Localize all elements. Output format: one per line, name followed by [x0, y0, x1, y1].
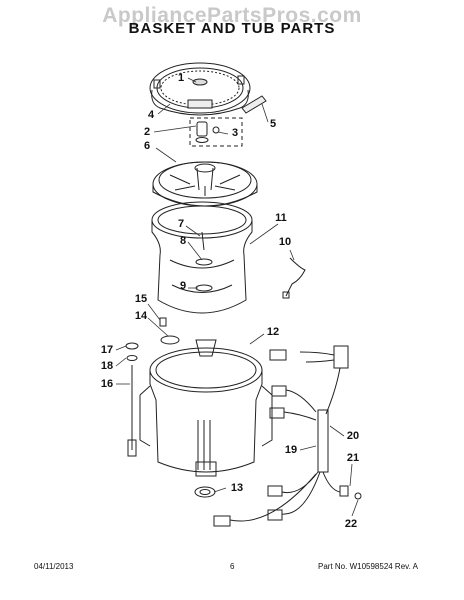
hose-part: [282, 257, 306, 299]
callout-22: 22: [344, 518, 358, 530]
wire-harness-part: [213, 345, 362, 527]
callout-13: 13: [230, 482, 244, 494]
outer-tub-part: [139, 339, 273, 477]
tub-ring-part: [149, 62, 251, 116]
callout-19: 19: [284, 444, 298, 456]
callout-14: 14: [134, 310, 148, 322]
callout-2: 2: [143, 126, 151, 138]
impeller-part: [152, 161, 258, 207]
callout-3: 3: [231, 127, 239, 139]
footer-page: 6: [230, 562, 235, 571]
footer-part-number: Part No. W10598524 Rev. A: [318, 562, 418, 571]
page-title: BASKET AND TUB PARTS: [128, 20, 336, 37]
rod-part: [125, 342, 139, 457]
callout-4: 4: [147, 109, 155, 121]
callout-7: 7: [177, 218, 185, 230]
callout-5: 5: [269, 118, 277, 130]
strip-part: [241, 95, 267, 114]
callout-8: 8: [179, 235, 187, 247]
callout-17: 17: [100, 344, 114, 356]
basket-part: [151, 201, 253, 314]
callout-10: 10: [278, 236, 292, 248]
bolt-washer-part: [195, 121, 220, 143]
seal-part: [194, 486, 216, 498]
callout-18: 18: [100, 360, 114, 372]
footer-date: 04/11/2013: [34, 562, 74, 571]
callout-20: 20: [346, 430, 360, 442]
callout-6: 6: [143, 140, 151, 152]
watermark: AppliancePartsPros.com: [102, 4, 362, 27]
callout-15: 15: [134, 293, 148, 305]
pin-part: [159, 317, 180, 345]
callout-16: 16: [100, 378, 114, 390]
callout-12: 12: [266, 326, 280, 338]
callout-9: 9: [179, 280, 187, 292]
callout-1: 1: [177, 72, 185, 84]
callout-11: 11: [275, 212, 287, 224]
callout-21: 21: [346, 452, 360, 464]
